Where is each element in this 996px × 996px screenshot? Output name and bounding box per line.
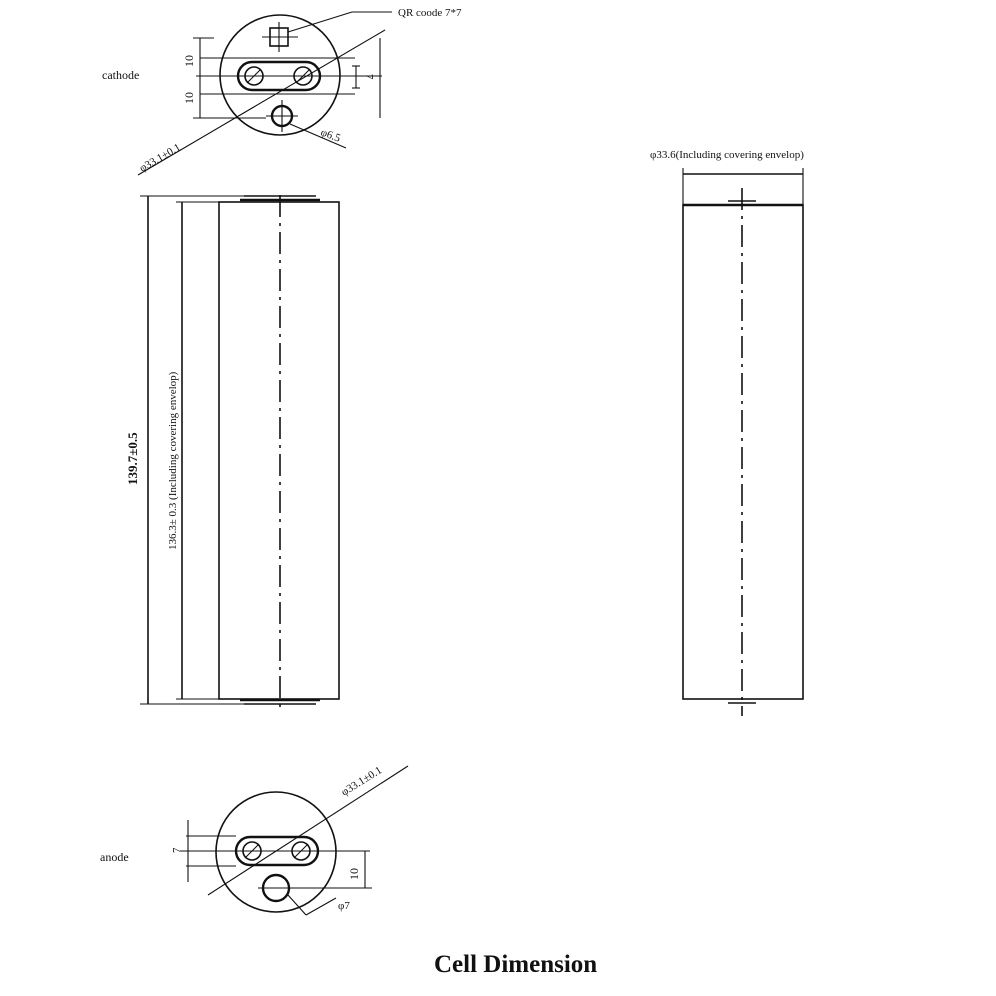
anode-bottom-view [180, 765, 409, 916]
anode-spacing: 10 [347, 868, 361, 880]
cathode-tab-width: 7 [363, 74, 375, 80]
cathode-spacing-top: 10 [182, 55, 196, 67]
qr-leader [287, 11, 353, 33]
anode-outer-circle [215, 791, 337, 913]
envelope-diameter-label: φ33.6(Including covering envelop) [650, 149, 804, 161]
cathode-top-view [137, 11, 392, 176]
anode-hole-diameter: φ7 [338, 900, 350, 912]
cathode-spacing-bottom: 10 [182, 92, 196, 104]
cell-side-view-left [140, 195, 340, 708]
envelope-height-label: 136.3± 0.3 (Including covering envelop) [167, 371, 179, 550]
total-height-label: 139.7±0.5 [125, 432, 140, 485]
cell-side-view-right [682, 168, 804, 716]
drawing-title: Cell Dimension [434, 951, 597, 978]
cathode-hole-diameter: φ6.5 [319, 127, 342, 145]
anode-tab-width: 7 [171, 847, 183, 853]
anode-diameter-leader [207, 765, 409, 896]
cathode-diameter-leader [137, 29, 386, 176]
qr-code-label: QR coode 7*7 [398, 7, 462, 19]
cathode-diameter: φ33.1±0.1 [138, 142, 183, 175]
cathode-label: cathode [102, 68, 139, 82]
cathode-outer-circle [219, 14, 341, 136]
anode-diameter: φ33.1±0.1 [339, 764, 384, 798]
cell-body-left [218, 201, 340, 700]
cell-body-right [682, 204, 804, 700]
anode-label: anode [100, 850, 129, 864]
